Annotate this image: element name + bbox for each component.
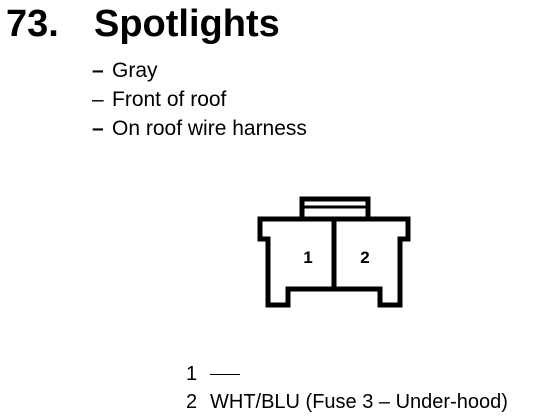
detail-color: –Gray <box>92 56 307 85</box>
connector-details: –Gray –Front of roof –On roof wire harne… <box>92 56 307 143</box>
pin-label-1: 1 <box>303 248 312 267</box>
item-number: 73. <box>6 3 59 45</box>
connector-latch <box>299 196 371 219</box>
pin-row: 2 WHT/BLU (Fuse 3 – Under-hood) <box>186 388 508 416</box>
pin-wire: WHT/BLU (Fuse 3 – Under-hood) <box>210 391 508 413</box>
detail-harness: –On roof wire harness <box>92 114 307 143</box>
dash: – <box>92 88 104 111</box>
title-row: 73. Spotlights <box>6 2 280 46</box>
pin-number: 2 <box>186 391 198 413</box>
pin-number: 1 <box>186 363 198 385</box>
dash: – <box>92 59 104 82</box>
detail-text: Gray <box>112 59 158 82</box>
pin-empty-line <box>210 361 240 375</box>
detail-text: On roof wire harness <box>112 117 307 140</box>
dash: – <box>92 117 104 140</box>
pin-list: 1 2 WHT/BLU (Fuse 3 – Under-hood) <box>186 360 508 416</box>
page-title: Spotlights <box>94 3 280 45</box>
pin-row: 1 <box>186 360 508 388</box>
detail-location: –Front of roof <box>92 85 307 114</box>
connector-diagram: 1 2 <box>257 196 411 308</box>
pin-label-2: 2 <box>360 248 369 267</box>
connector-housing <box>257 216 411 308</box>
detail-text: Front of roof <box>112 88 227 111</box>
